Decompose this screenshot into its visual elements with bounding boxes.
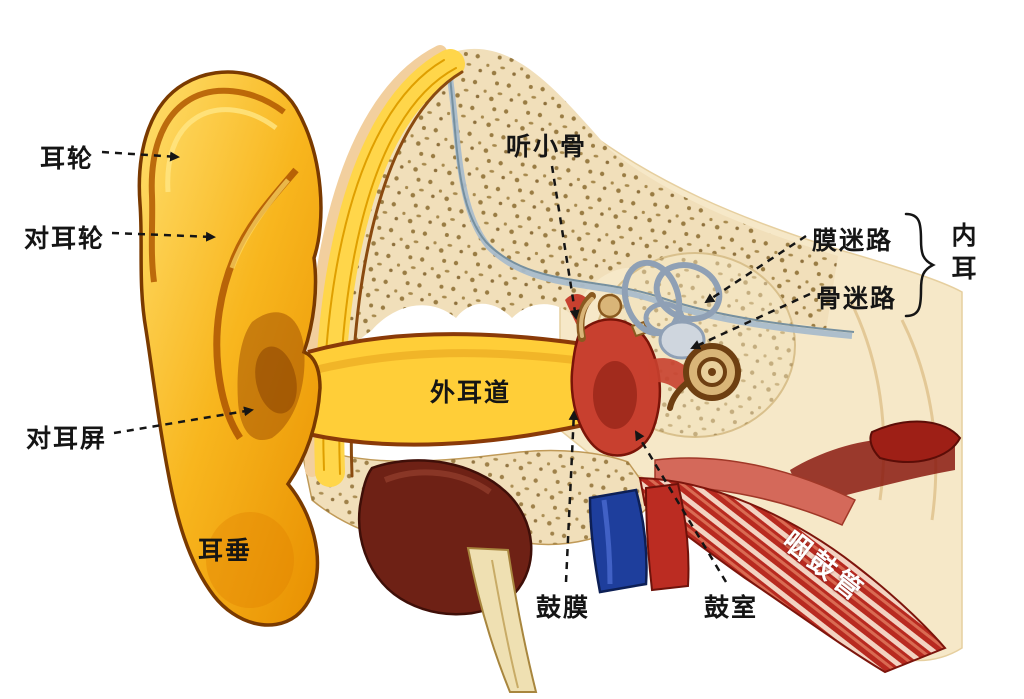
dura-membrane-line — [445, 59, 855, 339]
vein-shape — [588, 488, 648, 594]
label-ossicles: 听小骨 — [506, 133, 588, 161]
eustachian-muscle-shape — [638, 457, 947, 674]
outer-ear-shape — [137, 70, 323, 627]
label-antitragus: 对耳屏 — [26, 425, 108, 453]
leader-bony-labyrinth — [690, 292, 811, 350]
label-inner-ear: 内耳 — [948, 222, 976, 288]
label-eardrum: 鼓膜 — [536, 594, 591, 622]
leader-tympanic-cavity — [634, 430, 728, 583]
inner-ear-brace — [904, 212, 936, 318]
leader-antihelix — [111, 231, 216, 242]
leader-membranous-labyrinth — [704, 234, 807, 304]
ear-canal-shape — [307, 332, 589, 447]
label-antihelix: 对耳轮 — [24, 225, 106, 253]
leader-eardrum — [564, 410, 579, 583]
cartilage-tip-shape — [869, 420, 962, 463]
label-ear-canal: 外耳道 — [430, 379, 512, 407]
leader-antitragus — [113, 406, 254, 435]
label-tympanic-cavity: 鼓室 — [704, 594, 759, 622]
cochlea-shape — [667, 343, 741, 411]
artery-shape — [644, 482, 690, 592]
styloid-shape — [466, 546, 538, 693]
leader-lines — [101, 150, 811, 583]
label-earlobe: 耳垂 — [198, 537, 253, 565]
label-membranous-labyrinth: 膜迷路 — [812, 227, 894, 255]
label-bony-labyrinth: 骨迷路 — [816, 285, 898, 313]
label-helix: 耳轮 — [40, 145, 95, 173]
